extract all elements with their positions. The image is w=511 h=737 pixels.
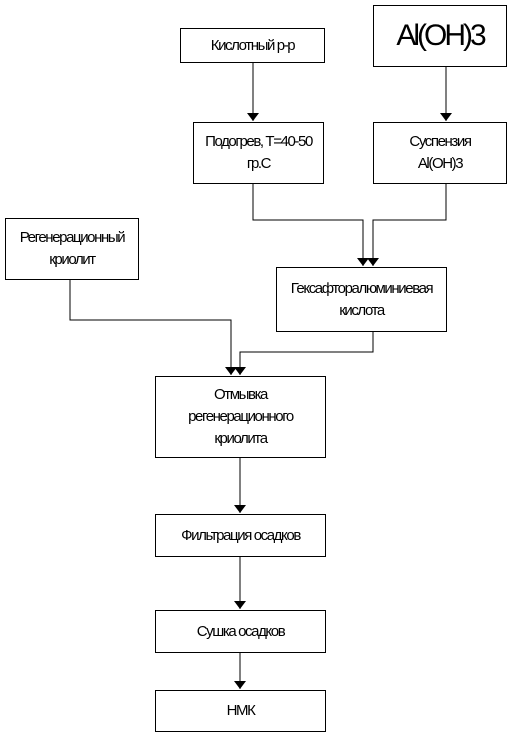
box-heating: Подогрев, Т=40-50 гр.С <box>193 122 324 184</box>
box-filtration: Фильтрация осадков <box>155 514 326 557</box>
label-filtration-1: Фильтрация осадков <box>181 526 301 544</box>
label-suspension-2: Al(OH)3 <box>417 155 464 172</box>
label-product-1: НМК <box>226 702 256 720</box>
arrow-heating-to-acid <box>252 183 369 266</box>
label-hexafluoro-acid-1: Гексафторалюминиевая <box>290 279 434 297</box>
box-product: НМК <box>155 690 326 732</box>
box-acid-solution: Кислотный р-р <box>180 28 325 63</box>
label-washing-3: криолита <box>214 429 268 447</box>
label-hexafluoro-acid-2: кислота <box>339 301 385 319</box>
label-washing-1: Отмывка <box>213 386 268 404</box>
arrow-cryolite-to-washing <box>69 279 237 375</box>
label-drying-1: Сушка осадков <box>196 622 286 640</box>
label-regen-cryolite-2: криолит <box>49 251 96 268</box>
box-regen-cryolite: Регенерационный криолит <box>5 218 139 280</box>
label-acid-solution-1: Кислотный р-р <box>210 36 296 54</box>
label-heating-2: гр.С <box>246 155 272 172</box>
label-aluminum-hydroxide-1: Al(OH)3 <box>396 19 486 53</box>
arrow-suspension-to-acid <box>367 183 447 266</box>
box-aluminum-hydroxide: Al(OH)3 <box>373 5 507 67</box>
label-heating-1: Подогрев, Т=40-50 <box>205 133 313 151</box>
box-hexafluoro-acid: Гексафторалюминиевая кислота <box>276 267 447 332</box>
box-suspension: Суспензия Al(OH)3 <box>373 122 507 184</box>
label-suspension-1: Суспензия <box>409 133 472 151</box>
arrow-acid-to-washing <box>234 331 374 375</box>
box-drying: Сушка осадков <box>155 610 326 653</box>
label-washing-2: регенерационного <box>188 408 294 426</box>
box-washing: Отмывка регенерационного криолита <box>155 376 326 458</box>
label-regen-cryolite-1: Регенерационный <box>19 229 126 247</box>
